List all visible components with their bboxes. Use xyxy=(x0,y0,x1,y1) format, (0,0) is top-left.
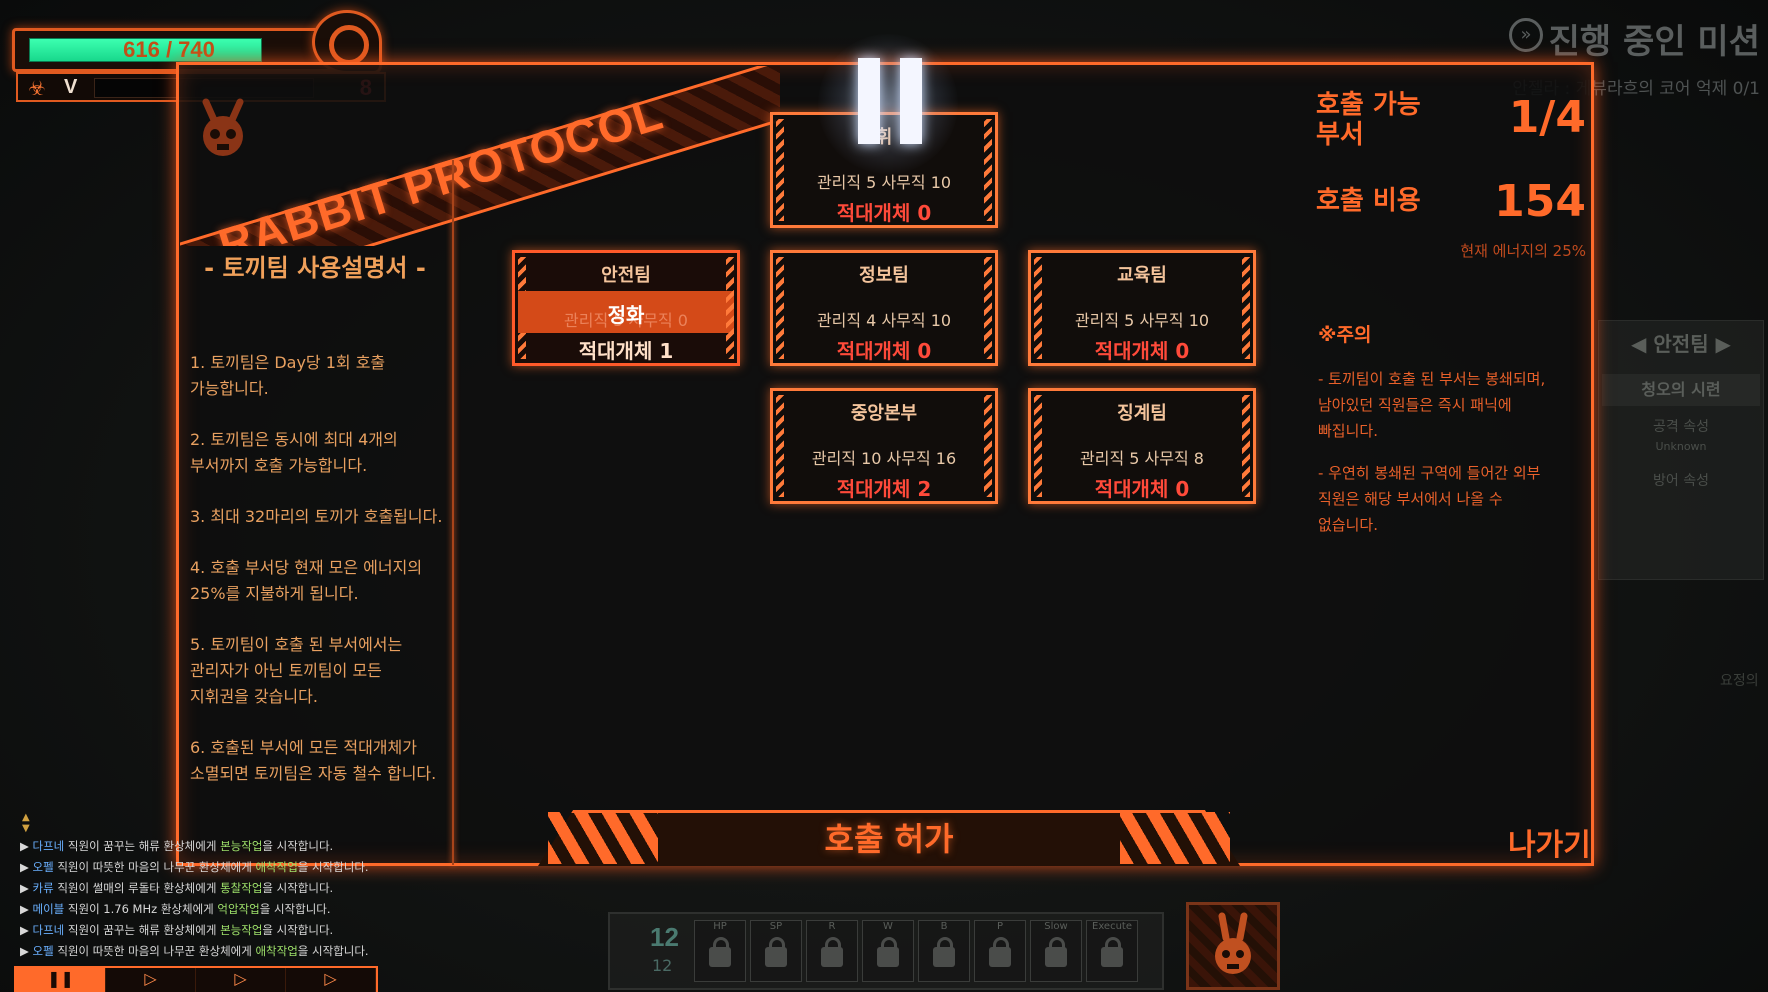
dept-staff: 관리직 5 사무직 10 xyxy=(816,173,952,192)
dept-staff: 관리직 5 사무직 10 xyxy=(1074,311,1210,330)
lock-icon xyxy=(1101,937,1123,967)
cost-label: 호출 비용 xyxy=(1316,186,1421,216)
caution-title: ※주의 xyxy=(1318,324,1372,346)
pause-button[interactable]: ❚❚ xyxy=(16,968,106,992)
log-scroll-icon[interactable]: ▲▼ xyxy=(22,812,30,834)
manual-rules: 1. 토끼팀은 Day당 1회 호출 가능합니다. 2. 토끼팀은 동시에 최대… xyxy=(190,350,452,812)
dept-name: 징계팀 xyxy=(1117,403,1167,424)
selected-highlight xyxy=(518,291,734,333)
lock-icon xyxy=(821,937,843,967)
side-tab-label: 안전팀 xyxy=(1653,332,1709,356)
call-button-stripes xyxy=(548,812,1230,864)
dept-card-disciplinary[interactable]: 징계팀 관리직 5 사무직 8 적대개체 0 xyxy=(1028,388,1256,504)
hp-fill xyxy=(29,38,262,62)
mission-title: 진행 중인 미션 xyxy=(1548,22,1760,62)
exit-button[interactable]: 나가기 xyxy=(1508,828,1591,863)
available-label: 호출 가능 부서 xyxy=(1316,90,1421,150)
mission-toggle-icon[interactable]: » xyxy=(1509,18,1543,52)
dept-staff: 관리직 10 사무직 16 xyxy=(811,449,957,468)
log-line: ▶ 카류 직원이 썰매의 루돌타 환상체에게 통찰작업을 시작합니다. xyxy=(20,881,334,895)
call-approve-label[interactable]: 호출 허가 xyxy=(824,820,954,858)
log-line: ▶ 메이블 직원이 1.76 MHz 환상체에게 억압작업을 시작합니다. xyxy=(20,902,331,916)
dept-name: 교육팀 xyxy=(1117,265,1167,286)
bullet-slot-execute[interactable]: Execute xyxy=(1086,920,1138,982)
manual-rule: 4. 호출 부서당 현재 모은 에너지의 25%를 지불하게 됩니다. xyxy=(190,558,423,603)
log-line: ▶ 다프네 직원이 꿈꾸는 해류 환상체에게 본능작업을 시작합니다. xyxy=(20,839,334,853)
play-speed-1-button[interactable]: ▷ xyxy=(106,968,196,992)
dept-hostile: 적대개체 0 xyxy=(1094,477,1190,501)
lock-icon xyxy=(933,937,955,967)
cost-note: 현재 에너지의 25% xyxy=(1460,242,1586,260)
manual-rule: 3. 최대 32마리의 토끼가 호출됩니다. xyxy=(190,507,443,526)
dept-staff: 관리직 4 사무직 10 xyxy=(816,311,952,330)
side-subtitle: 청오의 시련 xyxy=(1602,374,1760,406)
dept-name: 정보팀 xyxy=(859,265,909,286)
bullet-slot-p[interactable]: P xyxy=(974,920,1026,982)
dept-name: 안전팀 xyxy=(601,265,651,286)
bullet-count: 12 xyxy=(650,922,679,952)
dept-card-welfare[interactable]: 휘 관리직 5 사무직 10 적대개체 0 xyxy=(770,112,998,228)
dept-staff: 관리직 5 사무직 0 xyxy=(564,311,688,330)
dept-hostile: 적대개체 0 xyxy=(836,201,932,225)
dept-hostile: 적대개체 0 xyxy=(836,339,932,363)
lock-icon xyxy=(709,937,731,967)
lock-icon xyxy=(877,937,899,967)
dept-hostile: 적대개체 1 xyxy=(578,339,674,363)
qliphoth-level: V xyxy=(64,76,78,98)
lock-icon xyxy=(765,937,787,967)
log-line: ▶ 오펠 직원이 따뜻한 마음의 나무꾼 환상체에게 애착작업을 시작합니다. xyxy=(20,860,369,874)
dept-hostile: 적대개체 2 xyxy=(836,477,932,501)
caution-text: - 토끼팀이 호출 된 부서는 봉쇄되며, 남아있던 직원들은 즉시 패닉에 빠… xyxy=(1318,370,1546,440)
side-panel xyxy=(1598,320,1764,580)
biohazard-icon: ☣ xyxy=(28,76,46,100)
hp-bar: 616 / 740 xyxy=(12,28,368,72)
rabbit-head-icon xyxy=(1215,912,1251,974)
bullet-slot-r[interactable]: R xyxy=(806,920,858,982)
bullet-slot-sp[interactable]: SP xyxy=(750,920,802,982)
bullet-max: 12 xyxy=(652,956,673,975)
manual-title: - 토끼팀 사용설명서 - xyxy=(204,254,426,282)
defense-label: 방어 속성 xyxy=(1653,473,1709,489)
side-tag: 요정의 xyxy=(1720,673,1759,689)
event-log: ▶ 다프네 직원이 꿈꾸는 해류 환상체에게 본능작업을 시작합니다. ▶ 오펠… xyxy=(20,836,440,962)
purify-label: 정화 xyxy=(607,303,645,327)
manual-rule: 2. 토끼팀은 동시에 최대 4개의 부서까지 호출 가능합니다. xyxy=(190,430,398,475)
lock-icon xyxy=(989,937,1011,967)
manual-rule: 6. 호출된 부서에 모든 적대개체가 소멸되면 토끼팀은 자동 철수 합니다. xyxy=(190,738,437,783)
rabbit-head-icon xyxy=(202,98,244,156)
play-speed-3-button[interactable]: ▷ xyxy=(286,968,376,992)
attack-label: 공격 속성 xyxy=(1653,419,1709,435)
dept-name: 중앙본부 xyxy=(850,403,918,424)
speed-controls: ❚❚ ▷ ▷ ▷ xyxy=(14,966,378,992)
attack-value: Unknown xyxy=(1655,440,1707,453)
hp-text: 616 / 740 xyxy=(123,37,215,62)
side-tab[interactable]: ◀ 안전팀 ▶ xyxy=(1602,328,1760,364)
dept-card-information[interactable]: 정보팀 관리직 4 사무직 10 적대개체 0 xyxy=(770,250,998,366)
bullet-slot-hp[interactable]: HP xyxy=(694,920,746,982)
bullet-slot-slow[interactable]: Slow xyxy=(1030,920,1082,982)
play-speed-2-button[interactable]: ▷ xyxy=(196,968,286,992)
dept-card-central-command[interactable]: 중앙본부 관리직 10 사무직 16 적대개체 2 xyxy=(770,388,998,504)
bullet-slot-b[interactable]: B xyxy=(918,920,970,982)
next-arrow-icon[interactable]: ▶ xyxy=(1708,332,1731,356)
manual-rule: 1. 토끼팀은 Day당 1회 호출 가능합니다. xyxy=(190,353,386,398)
panel-divider xyxy=(452,160,454,865)
log-line: ▶ 오펠 직원이 따뜻한 마음의 나무꾼 환상체에게 애착작업을 시작합니다. xyxy=(20,944,369,958)
dept-hostile: 적대개체 0 xyxy=(1094,339,1190,363)
rabbit-protocol-button[interactable] xyxy=(1186,902,1280,990)
available-value: 1/4 xyxy=(1508,92,1586,143)
lock-icon xyxy=(1045,937,1067,967)
dept-card-training[interactable]: 교육팀 관리직 5 사무직 10 적대개체 0 xyxy=(1028,250,1256,366)
pause-icon xyxy=(854,58,926,144)
rabbit-protocol-banner: RABBIT PROTOCOL xyxy=(180,66,780,246)
manual-rule: 5. 토끼팀이 호출 된 부서에서는 관리자가 아닌 토끼팀이 모든 지휘권을 … xyxy=(190,635,403,706)
dept-card-safety[interactable]: 안전팀 관리직 5 사무직 0 정화 적대개체 1 xyxy=(512,250,740,366)
bullet-slot-w[interactable]: W xyxy=(862,920,914,982)
cost-value: 154 xyxy=(1494,176,1586,227)
pause-glow xyxy=(818,34,958,174)
log-line: ▶ 다프네 직원이 꿈꾸는 해류 환상체에게 본능작업을 시작합니다. xyxy=(20,923,334,937)
caution-text: - 우연히 봉쇄된 구역에 들어간 외부 직원은 해당 부서에서 나올 수 없습… xyxy=(1318,464,1541,534)
dept-staff: 관리직 5 사무직 8 xyxy=(1080,449,1204,468)
prev-arrow-icon[interactable]: ◀ xyxy=(1631,332,1654,356)
